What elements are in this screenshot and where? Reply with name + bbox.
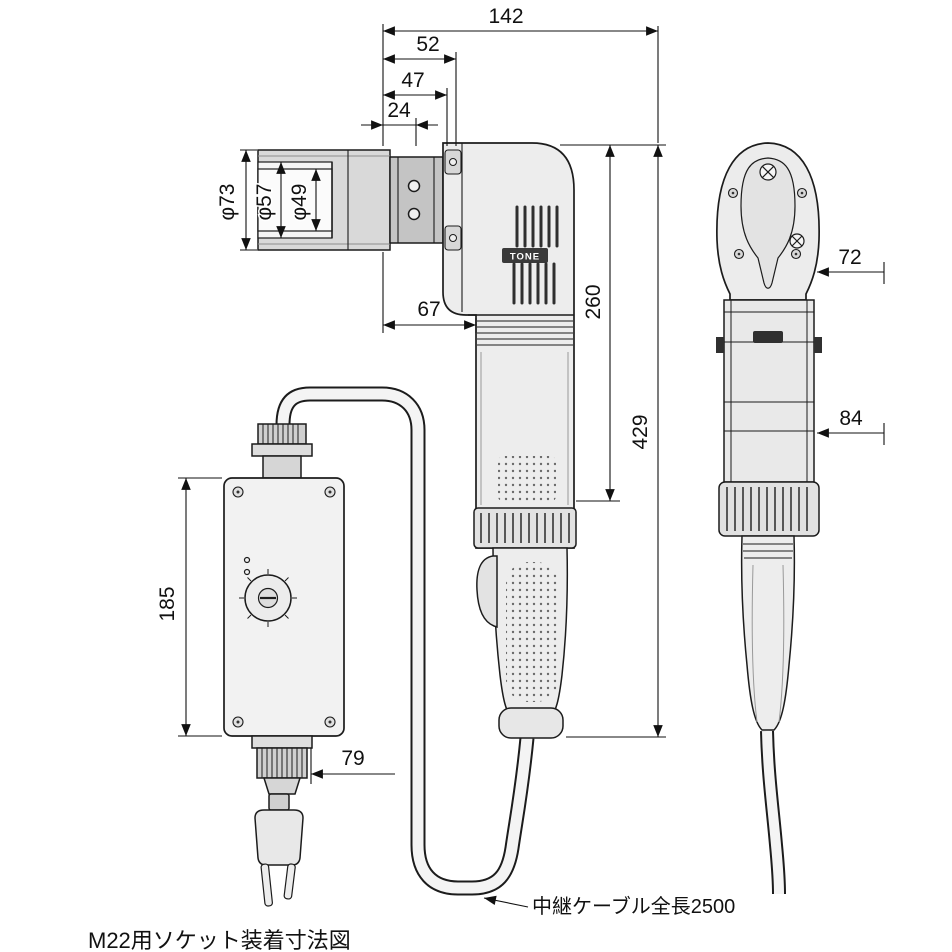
bolt-cross-icon	[759, 163, 805, 249]
indicator-dot-1	[243, 556, 251, 564]
dimension-labels: 142 52 47 24 φ73 φ57 φ49 67 260 429 72 8…	[155, 4, 865, 772]
socket-pin-bottom	[407, 207, 421, 221]
rear-tab-right	[814, 337, 822, 353]
vent-slots-lower	[512, 262, 556, 305]
dim-84: 84	[839, 407, 863, 430]
dimension-lines	[178, 24, 885, 908]
dim-47: 47	[401, 69, 424, 92]
brand-logo-text: TONE	[510, 252, 540, 263]
cable-length-note: 中継ケーブル全長2500	[532, 894, 735, 918]
grip-stipple	[506, 562, 558, 702]
controller-bottom-gland	[251, 735, 313, 795]
body-stipple	[498, 456, 556, 502]
dim-79: 79	[341, 747, 364, 770]
rear-slot	[753, 331, 783, 343]
rear-cable	[760, 730, 786, 895]
dim-429: 429	[629, 414, 652, 449]
dim-142: 142	[488, 5, 523, 28]
handle-cap	[498, 707, 564, 739]
dim-185: 185	[156, 586, 179, 621]
controller-unit	[223, 423, 345, 907]
dim-24: 24	[387, 99, 411, 122]
rear-body	[723, 299, 815, 483]
rear-handle	[740, 535, 796, 731]
power-plug	[254, 793, 304, 907]
plug-body	[254, 809, 304, 866]
controller-screws	[232, 486, 336, 728]
dim-dia57: φ57	[253, 184, 276, 221]
socket-clamp	[389, 156, 444, 244]
controller-top-gland	[251, 423, 313, 479]
dim-52: 52	[416, 33, 439, 56]
socket-assembly	[257, 149, 444, 251]
relay-cable	[275, 386, 535, 896]
indicator-dot-2	[243, 568, 251, 576]
brand-logo: TONE	[502, 248, 548, 263]
torque-dial[interactable]	[239, 569, 297, 627]
rear-inner-contour	[740, 157, 796, 289]
plug-prong-left	[260, 863, 273, 907]
tool-rear-view	[716, 142, 822, 895]
rear-tab-left	[716, 337, 724, 353]
head-clamp-bolts	[444, 149, 462, 251]
dim-dia49: φ49	[288, 184, 311, 221]
vent-slots-upper	[515, 205, 559, 248]
rear-screws	[727, 187, 808, 260]
rear-ribbed-collar	[718, 481, 820, 537]
socket-pin-top	[407, 179, 421, 193]
dim-dia73: φ73	[216, 184, 239, 221]
body-ribs	[477, 320, 573, 346]
dim-260: 260	[582, 284, 605, 319]
trigger	[476, 555, 498, 629]
dim-72: 72	[838, 246, 861, 269]
handle	[476, 547, 569, 739]
dim-67: 67	[417, 298, 440, 321]
plug-prong-right	[283, 863, 296, 900]
drawing-caption: M22用ソケット装着寸法図	[88, 928, 351, 952]
ribbed-collar	[473, 507, 577, 549]
